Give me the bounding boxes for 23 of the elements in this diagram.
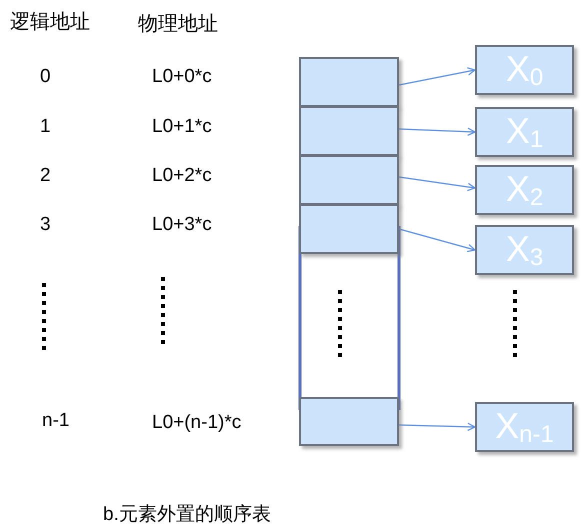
physical-address: L0+3*c <box>152 215 212 234</box>
logical-address: 1 <box>40 117 51 136</box>
column-heading: 物理地址 <box>138 14 218 34</box>
pointer-cell <box>299 57 399 107</box>
pointer-cell <box>299 155 399 205</box>
physical-address: L0+(n-1)*c <box>152 413 242 432</box>
logical-address: 3 <box>40 215 51 234</box>
physical-address: L0+0*c <box>152 67 212 86</box>
physical-address: L0+1*c <box>152 117 212 136</box>
arrow <box>398 67 476 86</box>
pointer-cell <box>299 106 399 156</box>
arrow <box>398 128 476 136</box>
logical-address: 2 <box>40 166 51 185</box>
physical-address: L0+2*c <box>152 166 212 185</box>
column-heading: 逻辑地址 <box>10 12 90 32</box>
arrow <box>398 176 476 192</box>
arrow <box>398 228 476 252</box>
arrow <box>398 422 476 431</box>
logical-address: n-1 <box>42 411 70 430</box>
logical-address: 0 <box>40 67 51 86</box>
pointer-cell <box>299 397 399 446</box>
pointer-cell <box>299 204 399 254</box>
caption: b.元素外置的顺序表 <box>103 505 271 524</box>
